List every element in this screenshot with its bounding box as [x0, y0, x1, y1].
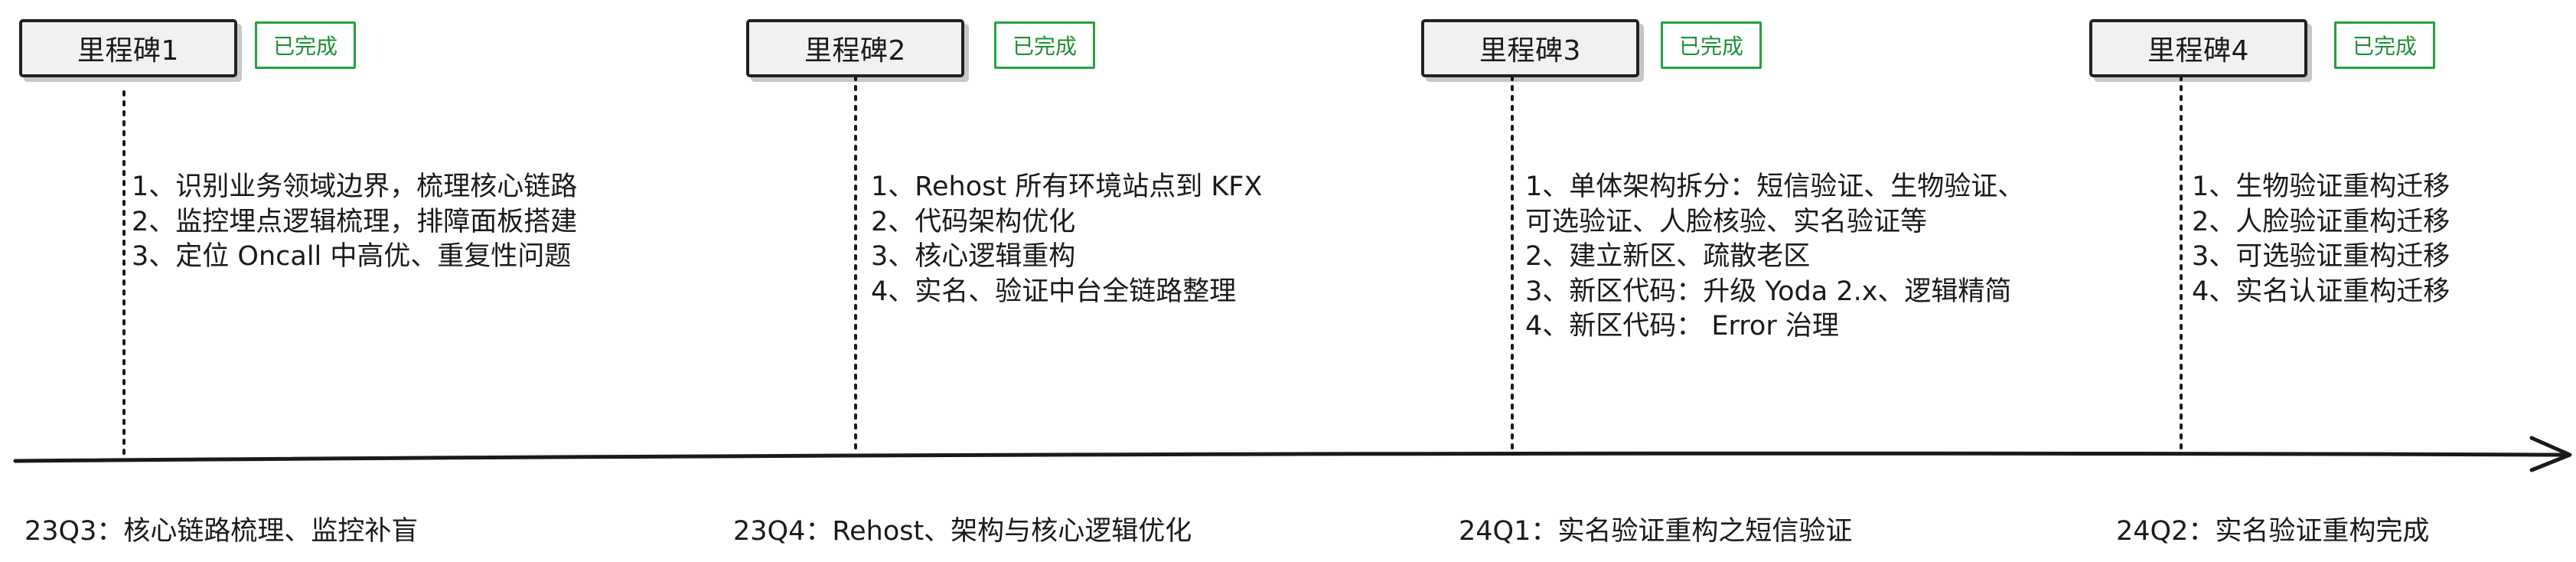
milestone-4-box: 里程碑4	[2089, 19, 2307, 77]
task-item: 1、单体架构拆分：短信验证、生物验证、	[1525, 172, 2025, 202]
milestone-3-task-list: 1、单体架构拆分：短信验证、生物验证、 可选验证、人脸核验、实名验证等 2、建立…	[1525, 170, 2024, 345]
milestone-1-status-text: 已完成	[272, 34, 337, 59]
milestone-3-status-badge: 已完成	[1661, 21, 1762, 69]
milestone-2-status-badge: 已完成	[994, 21, 1095, 69]
milestone-1-quarter-label: 23Q3：核心链路梳理、监控补盲	[24, 516, 419, 547]
task-item: 4、实名认证重构迁移	[2192, 276, 2450, 307]
task-item: 1、识别业务领域边界，梳理核心链路	[132, 172, 578, 202]
task-item: 4、实名、验证中台全链路整理	[871, 276, 1237, 307]
task-item: 4、新区代码： Error 治理	[1525, 311, 1839, 341]
task-item: 3、可选验证重构迁移	[2192, 241, 2450, 272]
milestone-3-title: 里程碑3	[1479, 35, 1581, 67]
task-item: 2、代码架构优化	[871, 206, 1076, 237]
timeline-arrowhead	[2529, 436, 2572, 472]
milestone-4-title: 里程碑4	[2147, 35, 2249, 67]
milestone-4-quarter-label: 24Q2：实名验证重构完成	[2116, 516, 2430, 547]
task-item: 可选验证、人脸核验、实名验证等	[1525, 206, 1928, 237]
milestone-3-quarter-label: 24Q1：实名验证重构之短信验证	[1459, 516, 1853, 547]
milestone-3-status-text: 已完成	[1678, 34, 1743, 59]
milestone-2-status-text: 已完成	[1012, 34, 1077, 59]
task-item: 1、Rehost 所有环境站点到 KFX	[871, 172, 1263, 202]
task-item: 3、定位 Oncall 中高优、重复性问题	[132, 241, 572, 272]
milestone-1-status-badge: 已完成	[255, 21, 356, 69]
milestone-3-box: 里程碑3	[1421, 19, 1639, 77]
milestone-4-task-list: 1、生物验证重构迁移 2、人脸验证重构迁移 3、可选验证重构迁移 4、实名认证重…	[2192, 170, 2450, 309]
milestone-2-quarter-label: 23Q4：Rehost、架构与核心逻辑优化	[733, 516, 1192, 547]
milestone-1-title: 里程碑1	[77, 35, 179, 67]
milestone-2-box: 里程碑2	[746, 19, 964, 77]
milestone-1-box: 里程碑1	[19, 19, 237, 77]
task-item: 1、生物验证重构迁移	[2192, 172, 2450, 202]
milestone-2-task-list: 1、Rehost 所有环境站点到 KFX 2、代码架构优化 3、核心逻辑重构 4…	[871, 170, 1262, 309]
task-item: 2、监控埋点逻辑梳理，排障面板搭建	[132, 206, 578, 237]
milestone-4-status-text: 已完成	[2352, 34, 2417, 59]
task-item: 2、人脸验证重构迁移	[2192, 206, 2450, 237]
task-item: 2、建立新区、疏散老区	[1525, 241, 1811, 272]
milestone-2-title: 里程碑2	[804, 35, 906, 67]
timeline-axis	[13, 451, 2570, 463]
milestone-1-task-list: 1、识别业务领域边界，梳理核心链路 2、监控埋点逻辑梳理，排障面板搭建 3、定位…	[132, 170, 577, 275]
milestone-4-status-badge: 已完成	[2334, 21, 2435, 69]
task-item: 3、核心逻辑重构	[871, 241, 1076, 272]
task-item: 3、新区代码：升级 Yoda 2.x、逻辑精简	[1525, 276, 2012, 307]
